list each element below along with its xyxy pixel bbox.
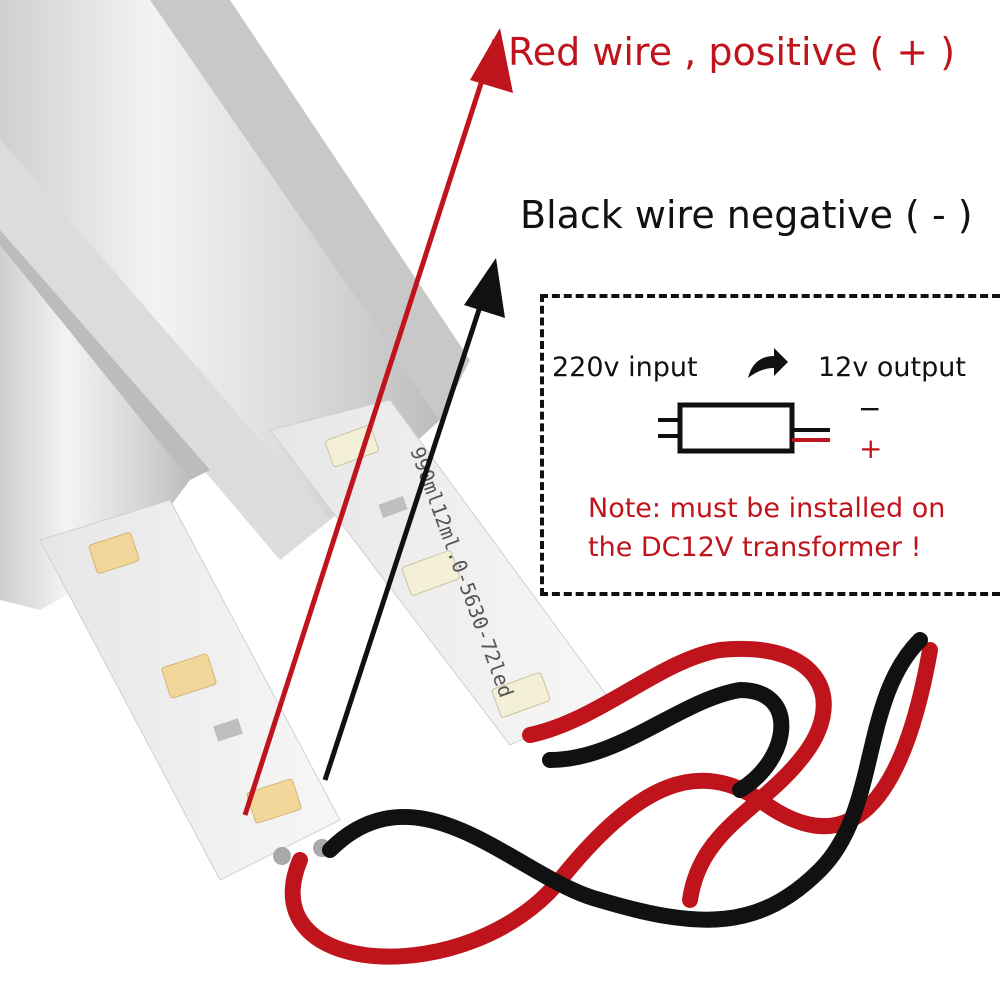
red-arrowhead-icon	[470, 28, 513, 93]
red-wire-label: Red wire , positive ( + )	[508, 30, 956, 74]
negative-terminal-label: −	[858, 392, 882, 425]
positive-terminal-label: +	[859, 432, 883, 465]
red-wire-arrow	[242, 39, 498, 816]
note-line-1: Note: must be installed on	[588, 493, 946, 524]
black-arrowhead-icon	[464, 258, 505, 318]
black-wire-arrow	[322, 269, 495, 781]
transformer-note-box	[540, 294, 1000, 596]
note-line-2: the DC12V transformer !	[588, 532, 922, 563]
output-voltage-label: 12v output	[818, 352, 966, 383]
led-board-front	[39, 499, 341, 881]
input-voltage-label: 220v input	[552, 352, 698, 383]
wire-bundle	[284, 632, 938, 965]
transformer-icon	[658, 402, 830, 454]
black-wire-label: Black wire negative ( - )	[520, 193, 973, 237]
curved-arrow-icon	[748, 348, 788, 378]
aluminium-profile-back	[0, 0, 470, 560]
